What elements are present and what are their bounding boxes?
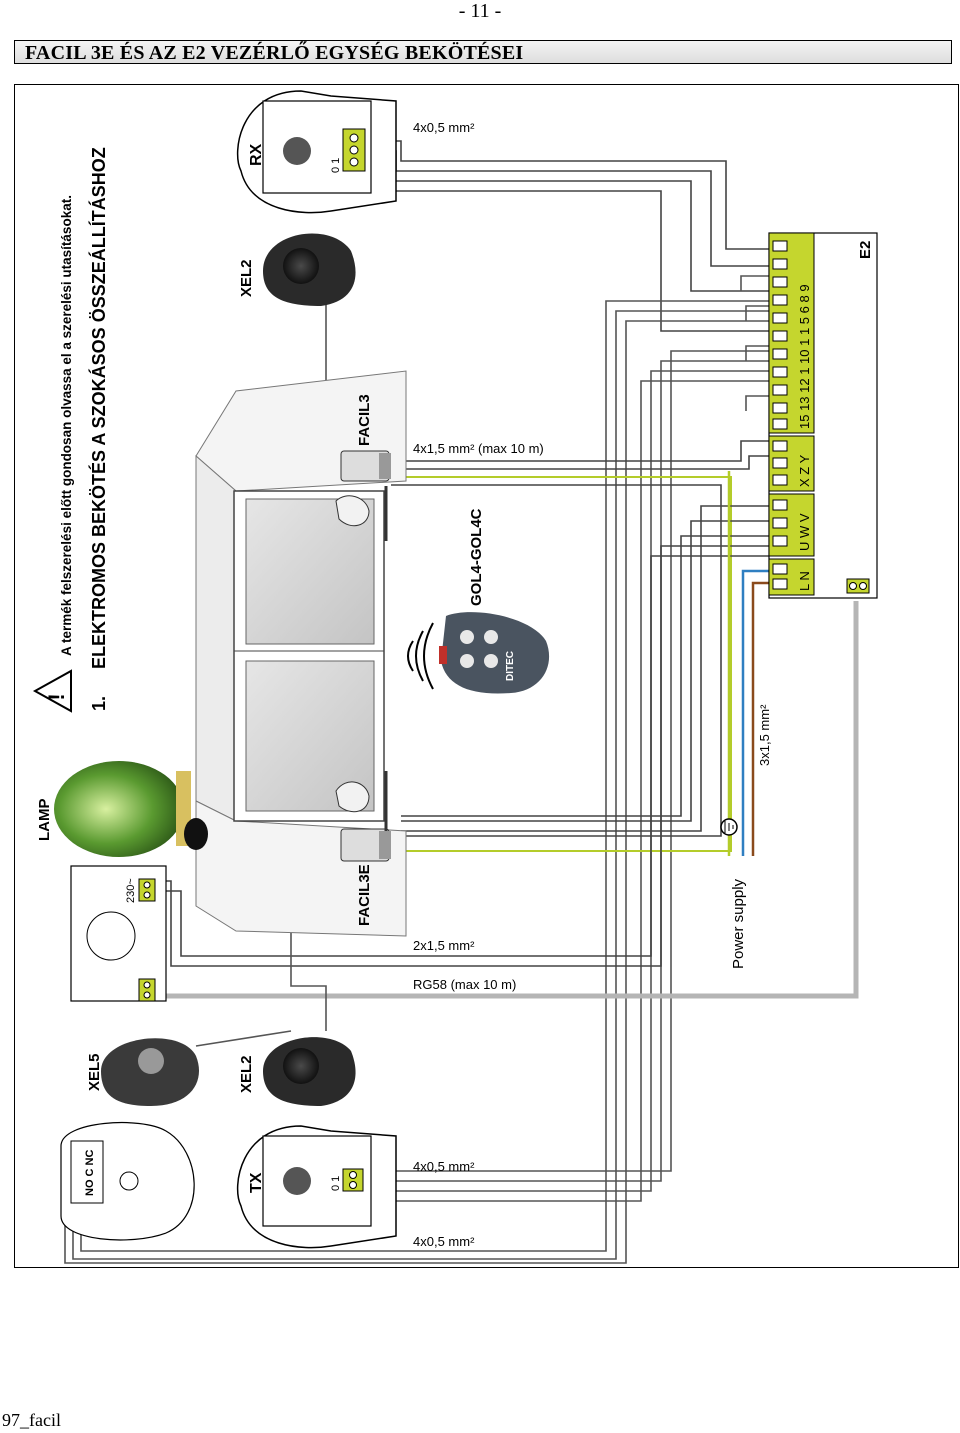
facil3-label: FACIL3 — [356, 394, 373, 446]
svg-text:!: ! — [44, 693, 69, 700]
remote-brand-label: DITEC — [505, 651, 516, 681]
tx-cable-label: 4x0,5 mm² — [413, 1159, 475, 1174]
xel5-keyswitch: XEL5 — [86, 1038, 199, 1106]
xel2-bottom-label: XEL2 — [238, 1055, 255, 1093]
page-number: - 11 - — [458, 0, 502, 22]
warning-text: A termék felszerelési előtt gondosan olv… — [59, 195, 74, 656]
e2-control-unit: 15 13 12 1 10 1 1 5 6 8 9 X Z Y U W V L … — [768, 232, 878, 599]
xel5-label: XEL5 — [86, 1053, 103, 1091]
xel2-bottom-photocell: XEL2 — [238, 1037, 356, 1106]
remote-control: DITEC GOL4-GOL4C — [407, 508, 550, 694]
wires — [64, 140, 859, 1264]
remote-label: GOL4-GOL4C — [468, 508, 485, 606]
warning-triangle-icon: ! — [32, 669, 72, 713]
wiring-diagram-frame: ! A termék felszerelési előtt gondosan o… — [14, 84, 959, 1268]
nc-contacts-label: NO C NC — [84, 1150, 96, 1197]
page-footer: 97_facil — [2, 1410, 61, 1430]
heading-number: 1. — [89, 696, 109, 711]
e2-terminals-label-3: X Z Y — [797, 454, 812, 487]
e2-terminals-label-2: U W V — [797, 513, 812, 551]
xel2-top-label: XEL2 — [238, 259, 255, 297]
power-cable-label: 3x1,5 mm² — [757, 704, 772, 766]
rx-cable-label: 4x0,5 mm² — [413, 120, 475, 135]
lamp: LAMP — [36, 761, 208, 857]
power-supply-label: Power supply — [730, 878, 747, 969]
rx-receiver: RX 0 1 — [236, 90, 397, 214]
diagram-heading: ELEKTROMOS BEKÖTÉS A SZOKÁSOS ÖSSZEÁLLÍT… — [88, 147, 109, 669]
ground-icon — [720, 818, 738, 836]
rx-label: RX — [248, 143, 265, 166]
facil3-cable-label: 4x1,5 mm² (max 10 m) — [413, 441, 544, 456]
safety-edge: NO C NC — [60, 1122, 195, 1241]
wiring-diagram: ! A termék felszerelési előtt gondosan o… — [32, 90, 878, 1264]
facil3e-motor: FACIL3E — [335, 771, 391, 926]
tx-pins-label: 0 1 — [330, 1176, 342, 1191]
e2-terminals-label-4: 15 13 12 1 10 1 1 5 6 8 9 — [797, 284, 812, 429]
tx-label: TX — [248, 1172, 265, 1193]
facil3e-cable-label: 2x1,5 mm² — [413, 938, 475, 953]
lamp-voltage-label: 230~ — [125, 878, 137, 903]
edge-cable-label: 4x0,5 mm² — [413, 1234, 475, 1249]
antenna-cable-label: RG58 (max 10 m) — [413, 977, 516, 992]
tx-transmitter: TX 0 1 — [236, 1125, 397, 1249]
rx-pins-label: 0 1 — [330, 158, 342, 173]
lamp-label: LAMP — [36, 799, 53, 842]
section-title-box: FACIL 3E ÉS AZ E2 VEZÉRLŐ EGYSÉG BEKÖTÉS… — [14, 40, 952, 64]
facil3e-label: FACIL3E — [356, 864, 373, 926]
lamp-junction-box: 230~ — [70, 865, 167, 1002]
e2-terminals-label-1: L N — [797, 571, 812, 591]
e2-label: E2 — [857, 241, 874, 259]
section-title: FACIL 3E ÉS AZ E2 VEZÉRLŐ EGYSÉG BEKÖTÉS… — [25, 42, 524, 64]
xel2-top-photocell: XEL2 — [238, 233, 356, 306]
facil3-motor: FACIL3 — [335, 394, 391, 541]
